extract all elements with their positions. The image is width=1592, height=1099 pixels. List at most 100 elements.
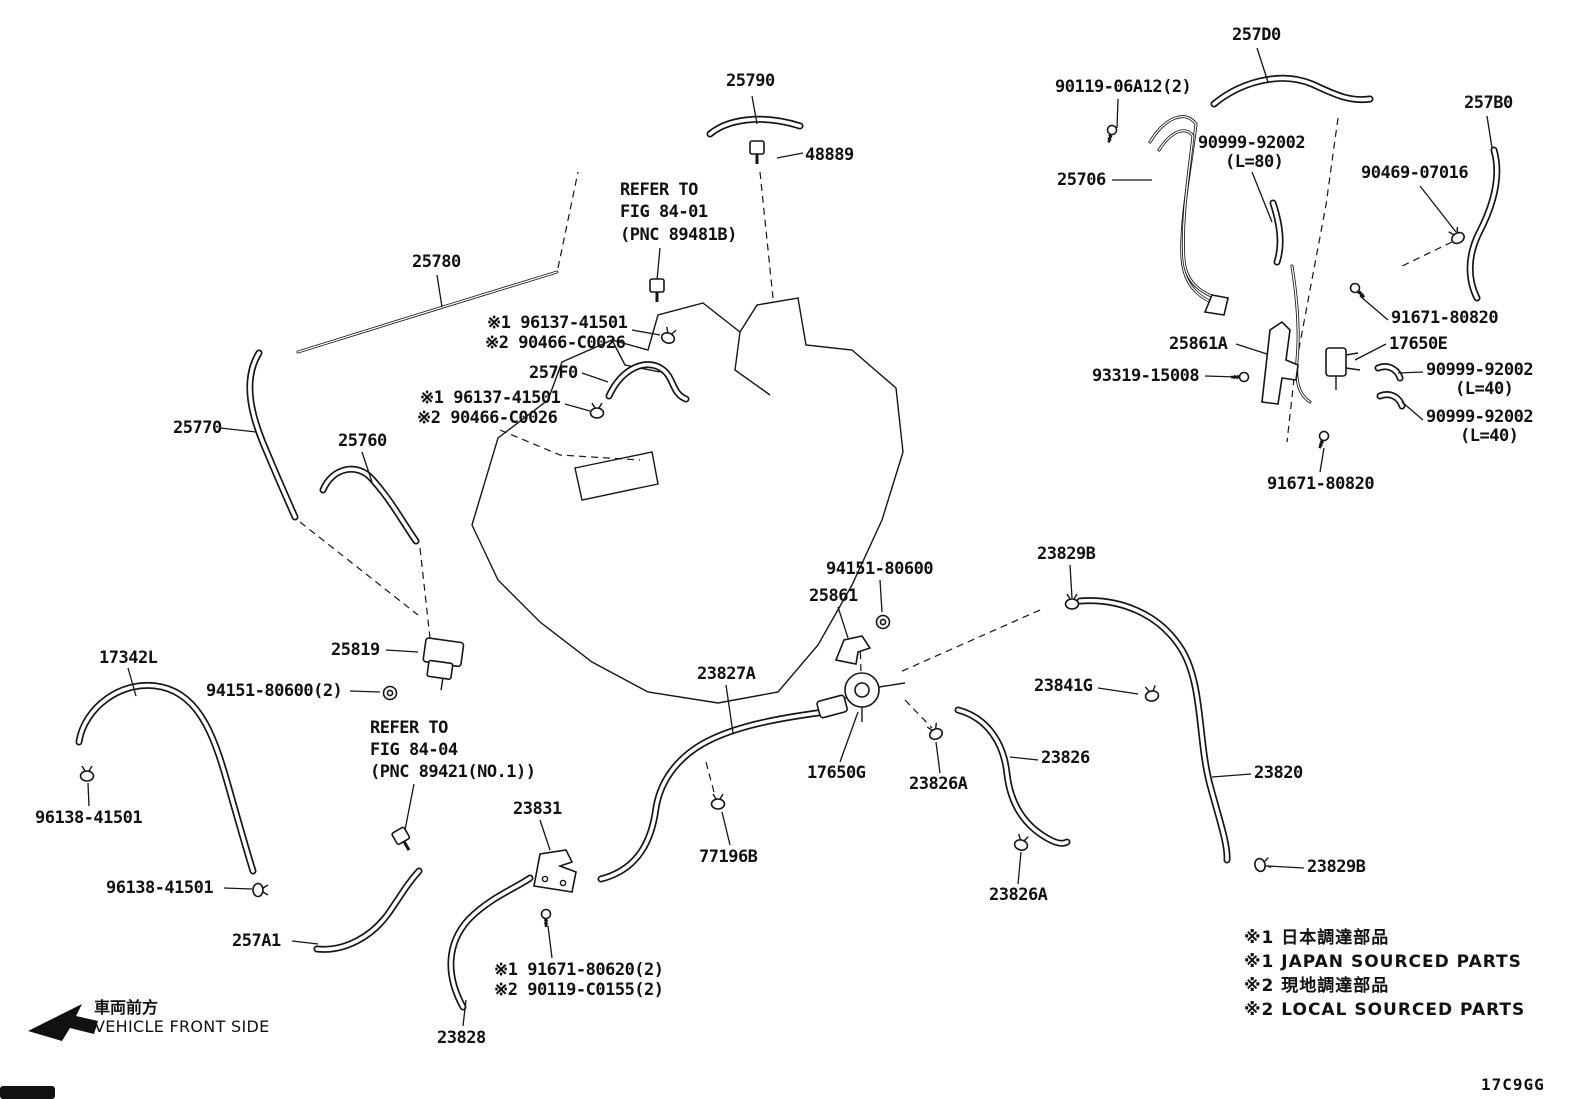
valve-25819 [422,637,465,691]
bolt-icon [1314,428,1332,452]
part-label: 17650E [1389,334,1448,354]
part-label: 25819 [331,640,380,660]
part-label: 23827A [697,664,756,684]
vsv-17650G [816,672,906,722]
clamp-icon [1143,684,1161,703]
part-label: 23831 [513,799,562,819]
part-label: 90999-92002 [1426,407,1534,427]
part-label: 94151-80600 [826,559,934,579]
part-label: 17650G [807,763,866,783]
clamp-icon [589,402,605,419]
part-label: 25861A [1169,334,1228,354]
part-label: 77196B [699,847,758,867]
legend-line-4: ※2 LOCAL SOURCED PARTS [1244,1000,1526,1020]
part-label: 94151-80600(2) [206,681,343,701]
bolt-icon [1102,123,1119,146]
part-label: 257F0 [529,363,578,383]
part-label: 257A1 [232,931,281,951]
bracket-25861 [834,635,872,665]
part-label: (PNC 89481B) [620,225,737,245]
part-label: 90469-07016 [1361,163,1469,183]
vehicle-front-en: VEHICLE FRONT SIDE [94,1017,270,1036]
part-label: REFER TO [620,180,698,200]
vsv-17650E [1325,347,1361,390]
corner-logo-fragment [0,1086,55,1099]
part-label: 23828 [437,1028,486,1048]
legend: ※1 日本調達部品 ※1 JAPAN SOURCED PARTS ※2 現地調達… [1244,926,1525,1022]
part-label: 25706 [1057,170,1106,190]
bracket-23831 [533,849,577,893]
sensor-icon-48889 [748,139,766,166]
part-label: 90999-92002 [1198,133,1306,153]
legend-line-1: ※1 日本調達部品 [1244,928,1390,948]
part-label: 23826A [909,774,968,794]
part-label: 25861 [809,586,858,606]
part-label: 257D0 [1232,25,1281,45]
part-label: (L=40) [1455,379,1514,399]
hose-257A1 [317,871,419,949]
part-label: 90119-06A12(2) [1055,77,1192,97]
part-label: 17342L [99,648,158,668]
part-label: 25780 [412,252,461,272]
sensor-icon-fig84-04 [389,825,417,856]
figure-code: 17C9GG [1481,1075,1545,1094]
vehicle-front-arrow [28,1004,98,1041]
clamp-icon [710,793,726,810]
vehicle-front-jp: 車両前方 [94,998,159,1017]
part-label: 23826A [989,885,1048,905]
part-label: 91671-80820 [1267,474,1375,494]
hose-23826 [958,710,1067,843]
bolt-icon [1229,371,1250,383]
leader-lines [87,47,1493,1027]
part-label: ※2 90119-C0155(2) [494,980,664,1000]
hoses [79,78,1497,1007]
vehicle-front-caption: 車両前方 VEHICLE FRONT SIDE [94,998,270,1037]
part-label: ※1 91671-80620(2) [494,960,664,980]
part-label: 25790 [726,71,775,91]
legend-line-2: ※1 JAPAN SOURCED PARTS [1244,952,1522,972]
clamp-icon [659,325,679,346]
hose-25760 [323,469,416,541]
part-label: 25770 [173,418,222,438]
part-label: FIG 84-04 [370,740,458,760]
pipe-25706-b [1157,129,1222,301]
part-label: 257B0 [1464,93,1513,113]
part-label: 48889 [805,145,854,165]
part-label: 23841G [1034,676,1093,696]
hose-257D0 [1214,78,1370,104]
part-label: REFER TO [370,718,448,738]
legend-line-3: ※2 現地調達部品 [1244,976,1390,996]
part-label: ※1 96137-41501 [487,313,628,333]
part-label: 96138-41501 [106,878,214,898]
part-label: 23829B [1037,544,1096,564]
part-label: 90999-92002 [1426,360,1534,380]
bolt-icon [1347,280,1369,302]
part-label: 25760 [338,431,387,451]
engine-outline [471,297,904,704]
part-label: ※2 90466-C0026 [417,408,558,428]
clamp-icon [1252,855,1273,874]
construction-lines [299,117,1453,793]
hose-25770 [250,353,295,517]
clamp-icon [79,765,95,782]
part-label: ※1 96137-41501 [420,388,561,408]
part-label: (L=40) [1460,426,1519,446]
clamp-icon [925,721,945,743]
part-label: ※2 90466-C0026 [485,333,626,353]
part-label: 23820 [1254,763,1303,783]
grommet-icon [875,614,891,630]
part-label: 93319-15008 [1092,366,1200,386]
small-parts [79,123,1467,929]
part-label: 96138-41501 [35,808,143,828]
hose-23820 [1080,601,1227,860]
bracket-25861A [1261,320,1299,405]
grommet-icon [382,685,398,701]
part-label: 23826 [1041,748,1090,768]
part-label: 91671-80820 [1391,308,1499,328]
bracket-pipe-clip [1203,294,1229,316]
part-label: (L=80) [1225,152,1284,172]
bolt-icon [540,908,552,929]
clamp-icon [252,882,269,898]
part-label: 23829B [1307,857,1366,877]
